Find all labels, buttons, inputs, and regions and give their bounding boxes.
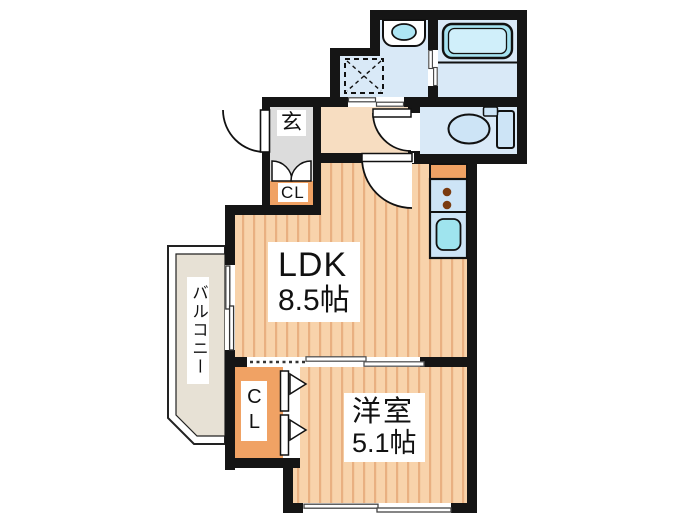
balcony-sliding-window (225, 265, 231, 310)
western-closet-label: CL (241, 381, 268, 441)
ldk-size: 8.5帖 (278, 284, 350, 318)
entry-door-leaf (259, 109, 271, 153)
entrance-closet-label: CL (278, 183, 308, 203)
washroom-sliding-door (347, 97, 377, 103)
stove-burner (442, 187, 452, 197)
folding-door-arrow (289, 418, 308, 442)
bath-door (428, 49, 433, 70)
toilet-bowl (447, 113, 491, 145)
entry-door-swing (222, 109, 266, 153)
washroom-sliding-door (375, 101, 405, 107)
refrigerator-space (429, 163, 468, 180)
ldk-name: LDK (278, 246, 348, 284)
ldk-door-swing-area (362, 158, 412, 208)
bath-door (433, 66, 438, 87)
bath-door-gap (428, 50, 438, 86)
closet-folding-door (279, 414, 290, 456)
washroom-floor-lower (340, 56, 380, 97)
balcony-sliding-window (228, 305, 235, 351)
partition-sliding-door (363, 361, 425, 367)
western-room-name: 洋室 (352, 396, 415, 428)
ldk-door-leaf (361, 152, 413, 163)
entrance-label: 玄 (277, 110, 306, 136)
balcony-label: バルコニー (187, 277, 210, 384)
fixtures (344, 19, 517, 260)
entrance-closet-door (290, 160, 312, 182)
toilet-door-swing (372, 112, 412, 152)
partition-gap (247, 357, 420, 367)
partition-sliding-door (305, 356, 367, 362)
bathtub-inner (447, 27, 508, 55)
washer-pan (344, 58, 384, 94)
ldk-label: LDK 8.5帖 (268, 242, 360, 322)
kitchen-sink (435, 218, 462, 251)
western-room-size: 5.1帖 (352, 428, 417, 459)
folding-door-arrow (289, 372, 308, 396)
closet-folding-door (279, 370, 290, 412)
toilet-tank (496, 110, 515, 149)
ldk-door-swing (361, 157, 413, 209)
vanity-basin (391, 23, 417, 41)
toilet-door-swing-area (373, 113, 411, 151)
stove-burner (442, 200, 452, 210)
doors-windows (222, 49, 452, 513)
toilet-door-leaf (372, 108, 412, 118)
western-sliding-window (376, 507, 452, 513)
washer-pan-cross (346, 60, 382, 92)
walls (225, 10, 527, 513)
toilet-flush-button (482, 106, 499, 117)
western-sliding-window (303, 503, 379, 509)
western-room-label: 洋室 5.1帖 (344, 393, 425, 462)
